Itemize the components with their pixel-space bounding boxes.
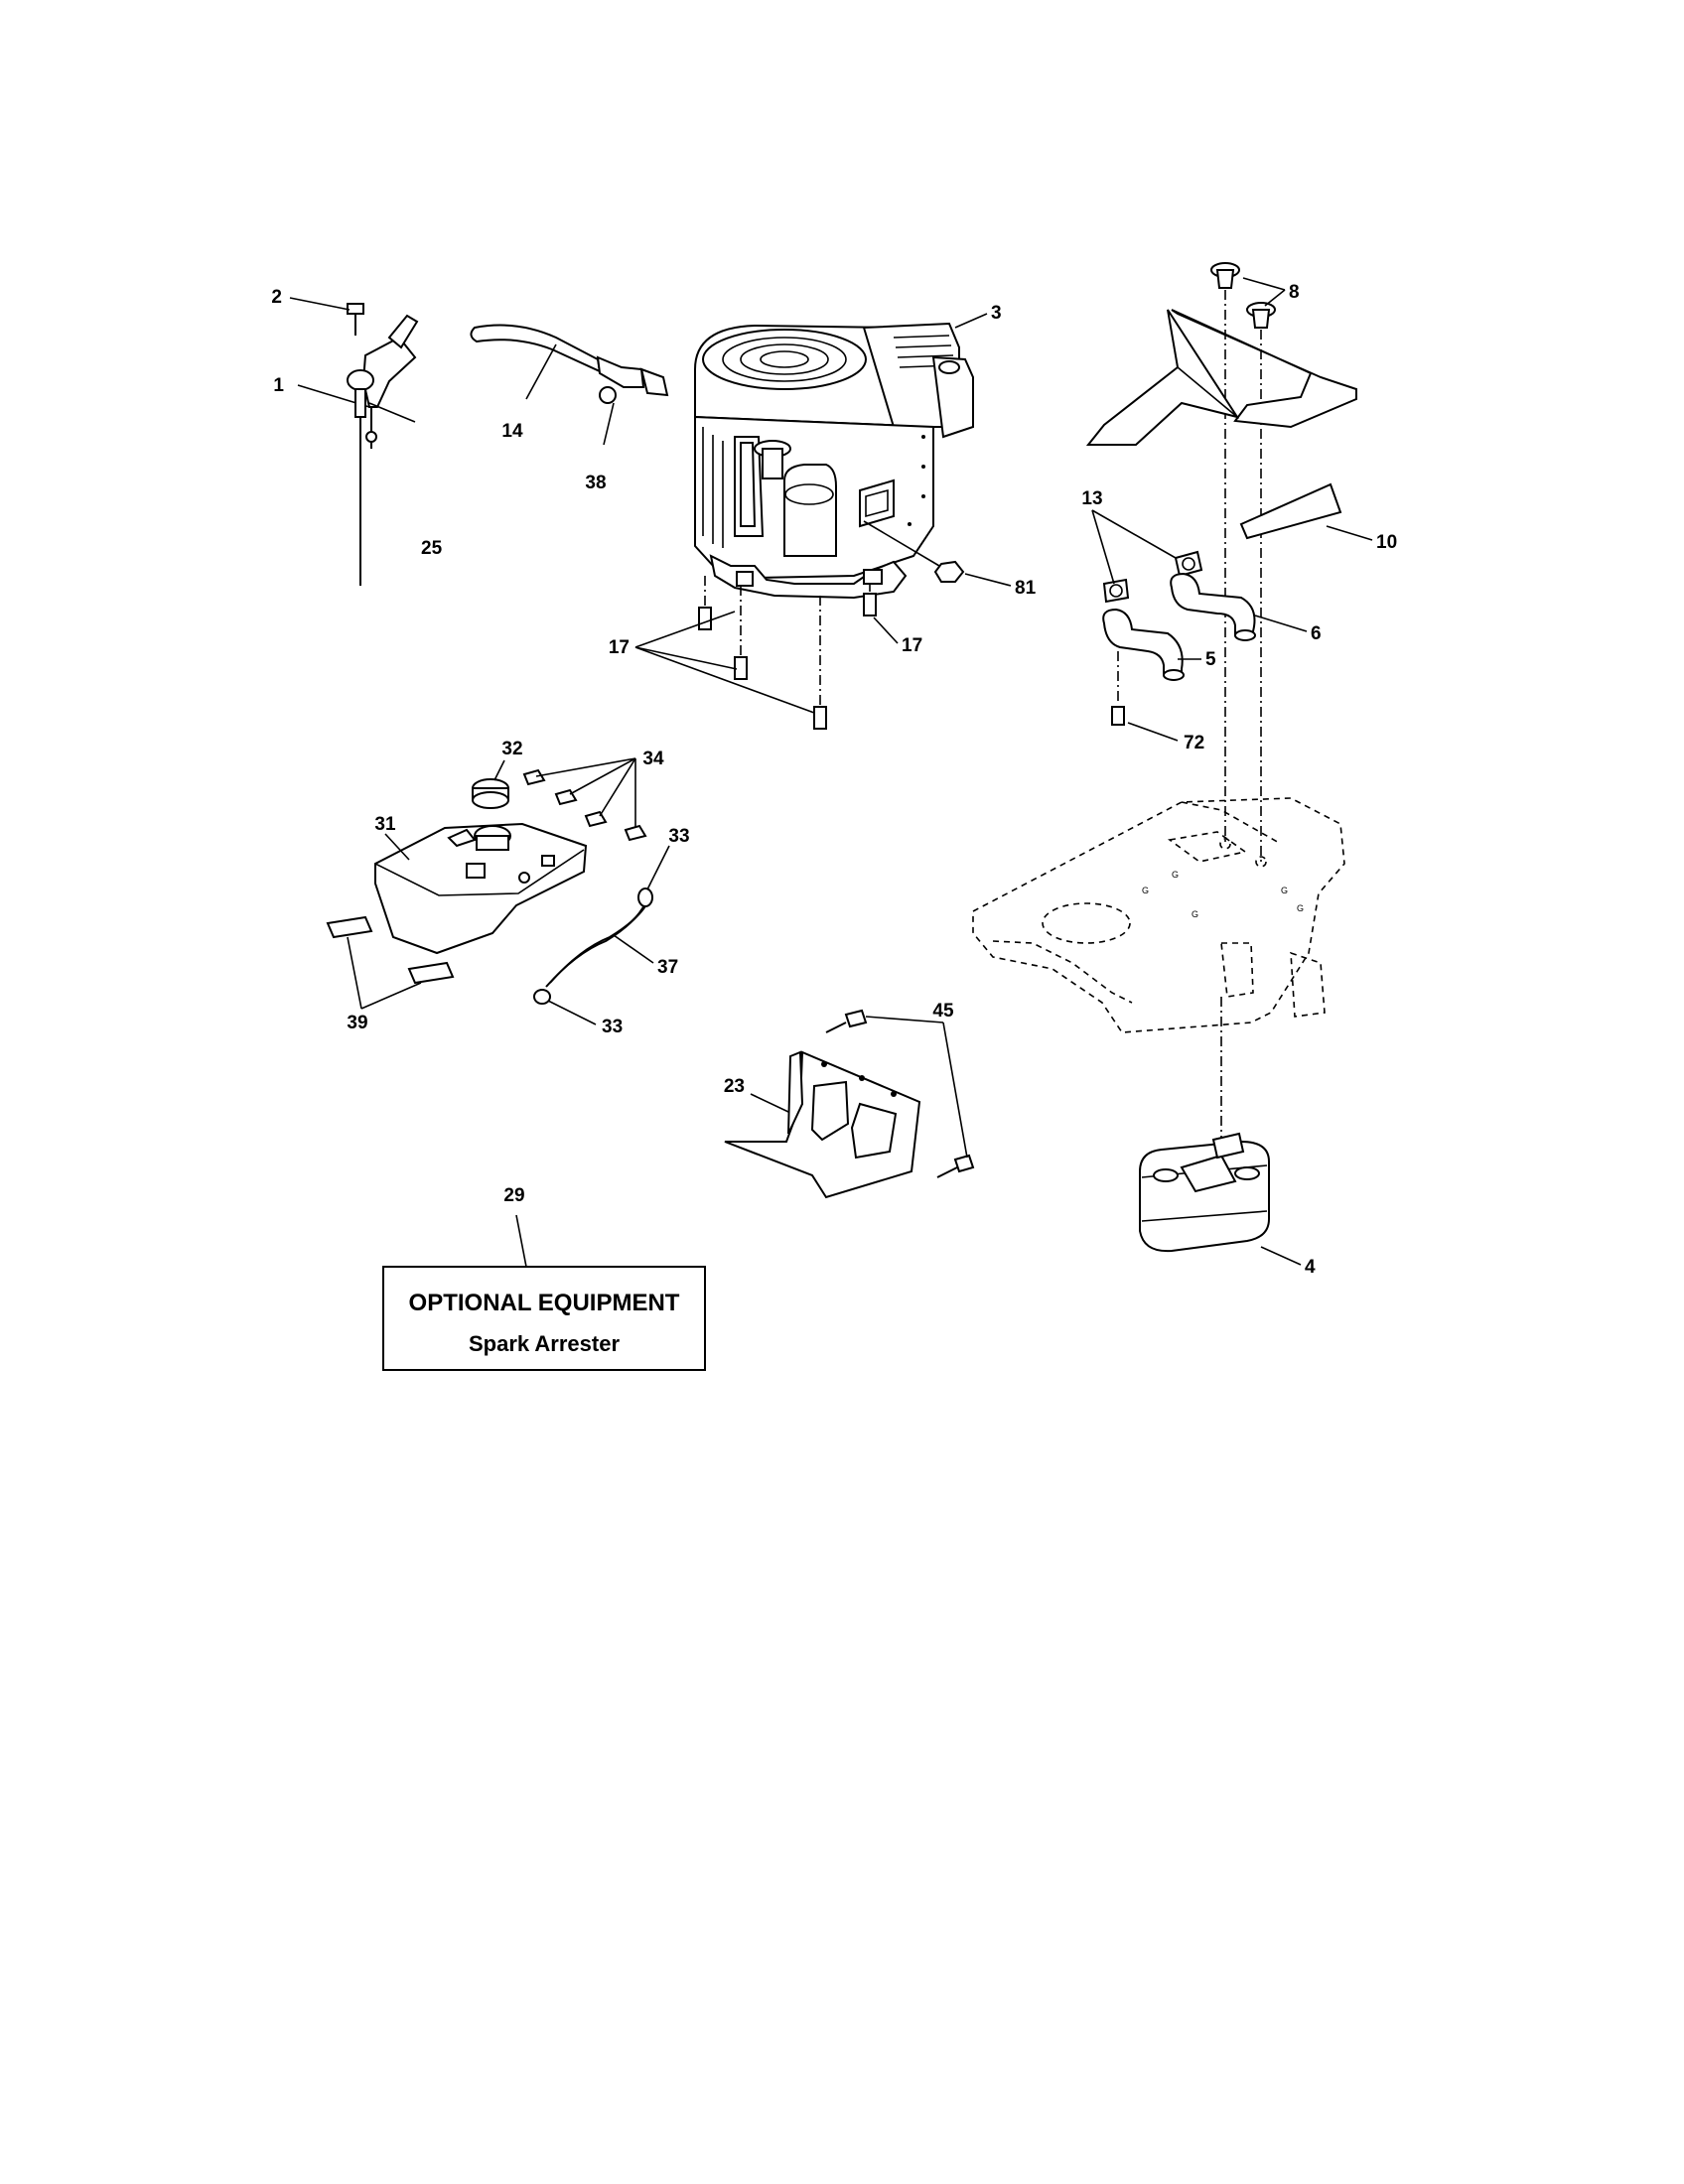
pads-39-part	[326, 915, 455, 985]
spark-arrester-label: Spark Arrester	[468, 1331, 621, 1356]
bolts-8-part	[1210, 262, 1276, 329]
callout-23: 23	[724, 1076, 745, 1097]
callout-8: 8	[1289, 282, 1300, 303]
callout-1: 1	[273, 375, 284, 396]
callout-72: 72	[1184, 733, 1204, 753]
pads-34-part	[522, 768, 647, 842]
svg-text:G: G	[1297, 903, 1304, 913]
callout-33b: 33	[602, 1017, 623, 1037]
heat-shield-part	[724, 1050, 921, 1199]
optional-equipment-title: OPTIONAL EQUIPMENT	[408, 1290, 680, 1316]
callout-38: 38	[585, 473, 606, 493]
svg-text:G: G	[1142, 886, 1149, 895]
callout-5: 5	[1205, 649, 1216, 670]
optional-equipment-box: OPTIONAL EQUIPMENT Spark Arrester	[382, 1266, 706, 1371]
engine-bolts-part	[698, 576, 877, 730]
callout-81: 81	[1015, 578, 1037, 599]
callout-32: 32	[501, 739, 522, 759]
callout-39: 39	[347, 1013, 367, 1033]
callout-13: 13	[1081, 488, 1102, 509]
callout-31: 31	[374, 814, 396, 835]
svg-text:G: G	[1281, 886, 1288, 895]
callout-37: 37	[657, 957, 678, 978]
fuel-cap-part	[472, 778, 509, 809]
callout-10: 10	[1376, 532, 1397, 553]
muffler-part	[1139, 1132, 1270, 1253]
callout-25: 25	[421, 538, 443, 559]
bolts-45-part	[825, 1009, 975, 1178]
callout-29: 29	[503, 1185, 524, 1206]
svg-text:G: G	[1192, 909, 1198, 919]
exhaust-pipe-5-part	[1102, 608, 1185, 681]
gaskets-13-part	[1102, 550, 1203, 604]
fuel-tank-part	[374, 822, 588, 955]
svg-text:G: G	[1172, 870, 1179, 880]
callout-6: 6	[1311, 623, 1322, 644]
callout-17b: 17	[902, 635, 922, 656]
callout-14: 14	[501, 421, 523, 442]
chassis-frame-part: G G G G G	[972, 797, 1345, 1033]
callout-34: 34	[642, 749, 664, 769]
choke-knob-part	[347, 369, 374, 586]
bolt-72-part	[1111, 706, 1125, 726]
deflector-part	[1085, 309, 1357, 446]
callout-4: 4	[1305, 1257, 1316, 1278]
callout-17a: 17	[609, 637, 630, 658]
callout-3: 3	[991, 303, 1002, 324]
callout-45: 45	[932, 1001, 954, 1022]
callout-33a: 33	[668, 826, 689, 847]
fuel-line-part	[470, 324, 669, 404]
nut-81-part	[933, 560, 965, 583]
exhaust-pipe-6-part	[1170, 572, 1256, 641]
fuel-hose-part	[533, 887, 653, 1005]
callout-2: 2	[271, 287, 282, 308]
engine-part	[694, 322, 974, 600]
